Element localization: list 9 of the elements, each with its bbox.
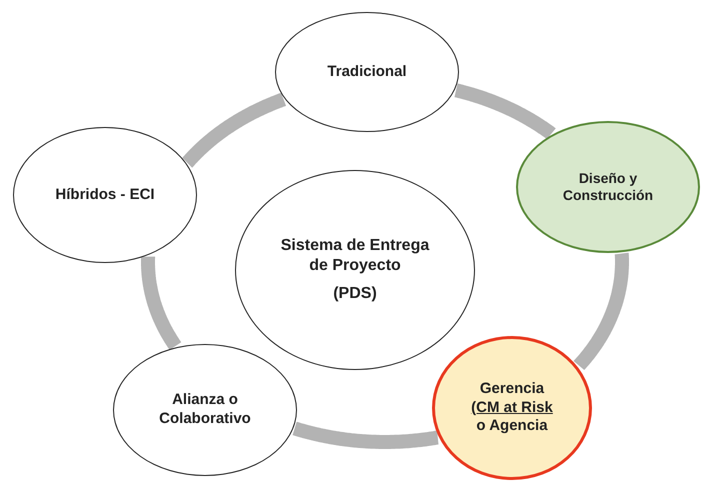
node-label: o Agencia: [476, 417, 548, 436]
node-label: (CM at Risk: [471, 398, 553, 418]
node-label: (PDS): [333, 284, 377, 304]
node-label: Híbridos - ECI: [55, 186, 155, 204]
node-label: Gerencia: [480, 380, 544, 399]
node-label: Alianza o Colaborativo: [158, 391, 252, 429]
node-label: Sistema de Entrega de Proyecto: [280, 236, 430, 276]
node-label: Diseño y Construcción: [562, 170, 654, 204]
node-label: Tradicional: [327, 62, 407, 82]
